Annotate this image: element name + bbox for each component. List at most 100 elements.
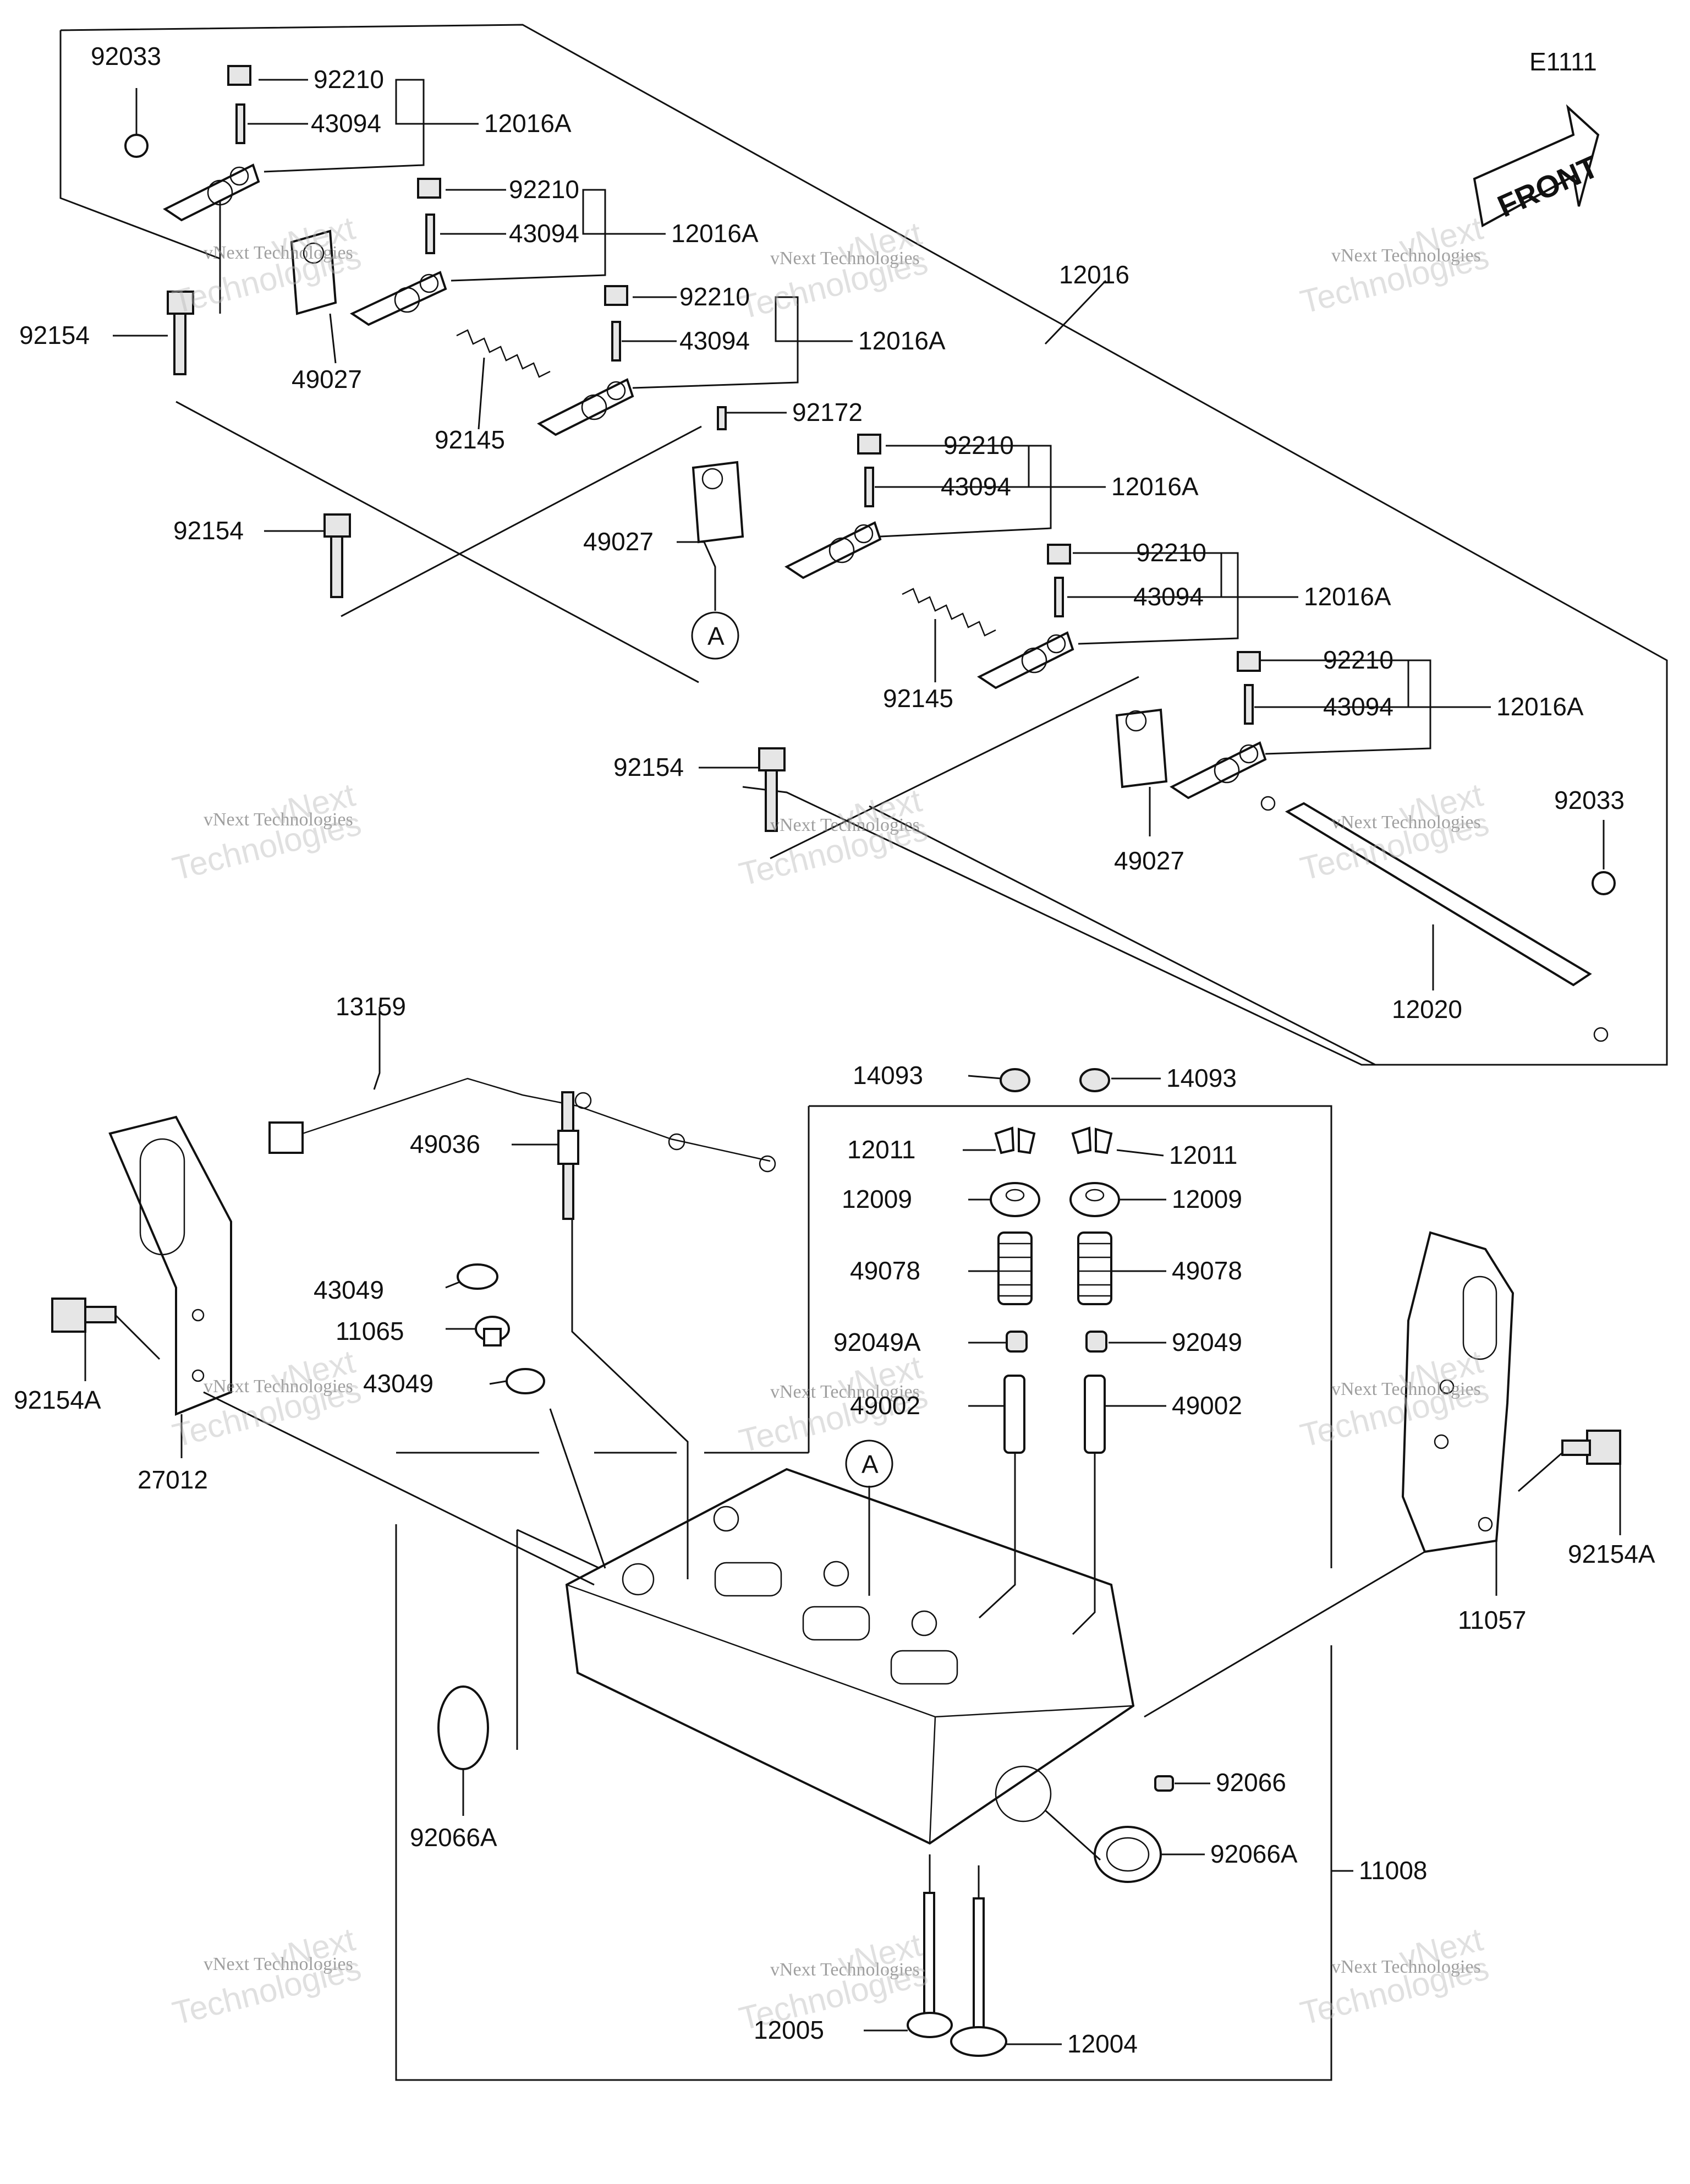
part-label: 92033 [1554,786,1625,814]
rocker-arm-2 [349,271,447,326]
svg-text:vNext Technologies: vNext Technologies [770,1382,920,1402]
svg-text:vNext Technologies: vNext Technologies [770,1959,920,1980]
part-label: 12016A [1304,582,1391,611]
part-label: 92066A [410,1823,497,1852]
intake-valve [950,1897,1007,2057]
part-label: 12016 [1059,260,1129,289]
svg-text:vNext Technologies: vNext Technologies [1331,1379,1481,1399]
bolt-icon [1561,1430,1621,1465]
valve-keeper-icon [1071,1126,1113,1154]
head-group-outline [809,1105,1332,1568]
part-label: 49027 [583,527,654,556]
stud-icon [717,406,727,430]
rocker-support-2 [692,461,744,544]
rocker-arm-5 [977,631,1074,689]
valve-keeper-icon [994,1126,1036,1154]
clip-icon [1592,871,1616,895]
part-label: 92049A [833,1328,921,1356]
part-label: 49002 [850,1391,920,1420]
spring-icon [456,329,551,378]
nut-icon [227,65,251,86]
part-label: 43094 [941,472,1011,501]
part-label: 49027 [292,365,362,393]
part-label: 43094 [1323,692,1393,721]
valve-spring-icon [1077,1231,1112,1305]
nut-icon [604,285,628,306]
rocker-support-3 [1115,708,1168,789]
bolt-icon [323,513,351,598]
svg-text:vNext Technologies: vNext Technologies [204,809,353,830]
plug-92066 [1154,1775,1174,1792]
part-label: 43094 [311,109,381,138]
part-label: 92154 [173,516,244,545]
part-label: 12016A [484,109,572,138]
svg-text:vNext Technologies: vNext Technologies [770,815,920,835]
svg-text:vNext Technologies: vNext Technologies [204,243,353,263]
part-label: 92066 [1216,1768,1286,1797]
valve-seal-icon [1006,1331,1028,1353]
nozzle-seat-icon [475,1316,510,1346]
glow-plug-wire [268,1077,776,1173]
part-label: 49002 [1172,1391,1242,1420]
valve-spring-icon [997,1231,1033,1305]
plug-92066a-right [1094,1826,1162,1883]
cylinder-head [565,1468,1135,1845]
front-arrow-icon: FRONT [1473,104,1604,228]
valve-guide-icon [1084,1375,1106,1454]
part-label: 11057 [1458,1606,1527,1634]
part-label: 14093 [1166,1064,1237,1092]
part-label: 92154 [19,321,90,349]
bolt-icon [758,747,786,832]
part-label: 92154A [1568,1540,1655,1568]
part-label: 92154A [14,1386,101,1414]
stud-icon [1244,684,1254,725]
svg-text:A: A [707,622,725,650]
part-label: 12016A [858,326,946,355]
part-label: 92154 [613,753,684,781]
valve-seal-icon [1085,1331,1107,1353]
valve-guide-icon [1003,1375,1025,1454]
rocker-arm-1 [163,163,260,222]
svg-text:A: A [862,1450,879,1479]
part-label: 43049 [363,1369,434,1398]
stud-icon [235,103,245,144]
nut-icon [857,434,881,455]
part-label: 12016A [1496,692,1584,721]
callout-a-2: A [845,1439,893,1488]
svg-text:vNext Technologies: vNext Technologies [770,248,920,269]
callout-a-1: A [691,611,739,660]
stud-icon [1054,577,1064,617]
part-label: 12011 [847,1135,916,1164]
svg-text:vNext Technologies: vNext Technologies [1331,1957,1481,1977]
part-label: 49078 [1172,1256,1242,1285]
part-label: 12005 [754,2016,824,2044]
bolt-icon [51,1298,117,1333]
stud-icon [611,321,621,362]
svg-text:vNext Technologies: vNext Technologies [1331,812,1481,833]
rocker-support-1 [290,229,337,315]
nut-icon [1047,544,1071,565]
part-label: 43094 [679,326,750,355]
spring-icon [902,588,996,637]
part-label: 11065 [336,1317,404,1345]
part-label: 12016A [1111,472,1199,501]
part-label: 92210 [943,431,1014,459]
part-label: 43094 [509,219,579,248]
part-label: 13159 [336,992,406,1021]
clip-icon [124,134,149,158]
part-label: 43049 [314,1276,384,1304]
part-label: 49078 [850,1256,920,1285]
washer-icon [457,1263,498,1290]
part-label: 49036 [410,1130,480,1158]
part-label: 43094 [1133,582,1204,611]
part-label: 12011 [1169,1141,1238,1169]
nut-icon [417,178,441,199]
valve-cap-icon [1000,1068,1030,1092]
stud-icon [425,214,435,254]
part-label: 49027 [1114,846,1184,875]
valve-cap-icon [1079,1068,1110,1092]
rocker-arm-3 [537,378,634,436]
part-label: 11008 [1359,1856,1428,1885]
part-label: 92210 [314,65,384,94]
